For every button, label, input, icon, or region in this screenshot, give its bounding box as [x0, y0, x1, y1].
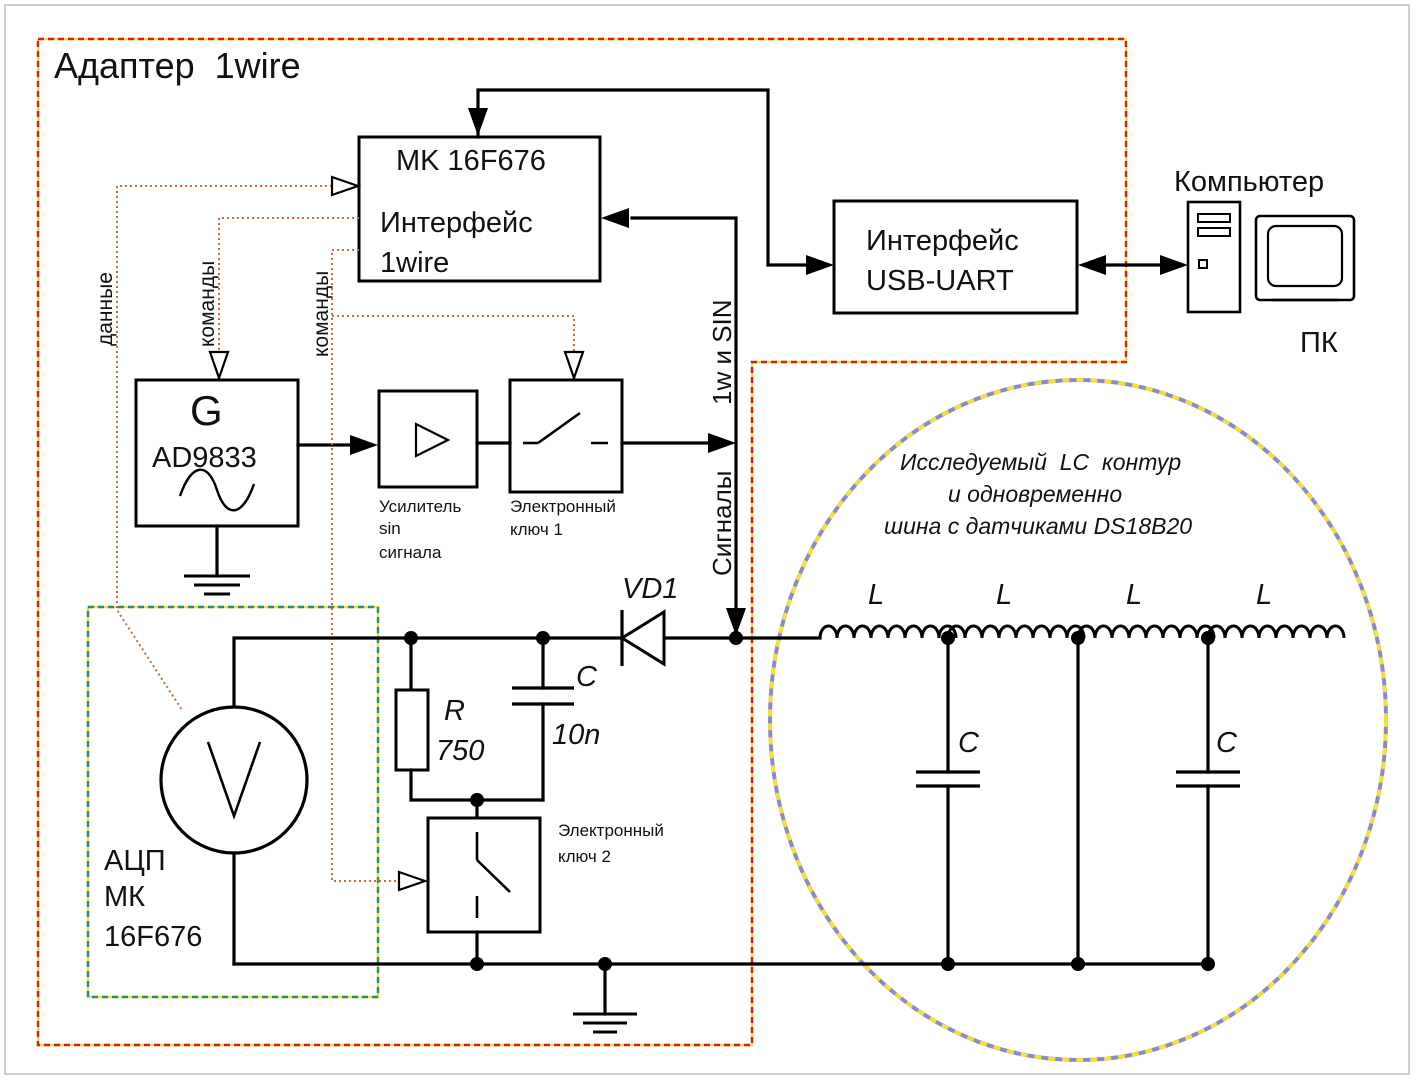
- mcu-usb-link: [476, 88, 807, 267]
- adc-boundary: [86, 605, 380, 999]
- inductor-label-4: L: [1256, 579, 1272, 611]
- resistor-name: R: [444, 695, 465, 727]
- data-arrow-into-mcu: [330, 175, 362, 197]
- lc-cap2-label: C: [1216, 727, 1238, 759]
- mcu-interface-label: Интерфейс: [380, 207, 533, 239]
- switch2-block: [426, 816, 542, 934]
- usb-uart-block: [832, 199, 1079, 315]
- adc-label-1: АЦП: [104, 845, 166, 877]
- inductor-label-3: L: [1126, 579, 1142, 611]
- pc-label: ПК: [1300, 327, 1338, 359]
- mcu-block: [357, 135, 602, 283]
- adc-label-3: 16F676: [104, 921, 202, 953]
- arrow-into-usb-uart: [806, 255, 834, 275]
- commands-arrow-into-switch2: [397, 870, 429, 892]
- adapter-title: Адаптер 1wire: [54, 45, 301, 86]
- arrow-into-mcu-side: [601, 208, 629, 228]
- diode-label: VD1: [622, 573, 678, 605]
- usb-uart-line1: Интерфейс: [866, 225, 1019, 257]
- computer-tower-icon: [1186, 200, 1242, 314]
- data-line-label: данные: [94, 272, 117, 346]
- resistor-bottom-wire: [409, 768, 545, 802]
- generator-letter: G: [190, 387, 223, 434]
- cap-value: 10n: [552, 719, 600, 751]
- generator-chip: AD9833: [152, 442, 257, 474]
- lc-description-2: и одновременно: [948, 481, 1122, 507]
- bus-1w-sin-label: 1w и SIN: [707, 299, 737, 405]
- sine-wave-icon: [178, 468, 256, 512]
- commands-arrow-into-switch1: [563, 350, 585, 382]
- commands-label-2: команды: [310, 271, 333, 357]
- switch2-label-1: Электронный: [558, 821, 664, 840]
- mcu-1wire-label: 1wire: [380, 247, 449, 279]
- inductor-label-1: L: [868, 579, 884, 611]
- amplifier-label-1: Усилитель: [379, 497, 461, 516]
- outer-frame: [4, 4, 1410, 1075]
- mcu-title: MK 16F676: [396, 145, 546, 177]
- bus-1w-sin-wire: [630, 216, 738, 612]
- generator-ground-icon: [184, 524, 250, 596]
- lc-description-1: Исследуемый LC контур: [900, 449, 1181, 475]
- commands-to-switch2-line: [331, 249, 399, 882]
- generator-block: [134, 378, 300, 528]
- usb-uart-line2: USB-UART: [866, 265, 1014, 297]
- switch1-label-1: Электронный: [510, 497, 616, 516]
- computer-label: Компьютер: [1174, 166, 1324, 198]
- arrow-into-bus: [708, 433, 736, 453]
- diode-vd1-icon: [619, 609, 666, 667]
- switch1-label-2: ключ 1: [510, 520, 563, 539]
- adapter-boundary: [36, 37, 1128, 1047]
- inductor-chain-icon: [818, 624, 1346, 639]
- junction-dots: [404, 631, 1215, 971]
- switch1-block: [508, 378, 624, 494]
- inductor-label-2: L: [996, 579, 1012, 611]
- monitor-icon: [1254, 214, 1356, 302]
- arrow-into-mcu-top: [468, 108, 488, 136]
- main-ground-icon: [573, 962, 637, 1034]
- arrow-into-usb-uart-right: [1078, 255, 1106, 275]
- arrow-into-node: [726, 608, 746, 636]
- resistor-r-icon: [394, 688, 430, 772]
- commands-to-generator-line: [218, 217, 359, 352]
- commands-arrow-into-generator: [208, 350, 230, 382]
- switch2-label-2: ключ 2: [558, 847, 611, 866]
- data-control-line: [116, 185, 332, 711]
- arrow-into-amplifier: [350, 435, 378, 455]
- switch2-symbol-icon: [475, 832, 511, 918]
- commands-to-switch1-line: [332, 315, 575, 352]
- resistor-value: 750: [436, 735, 484, 767]
- amplifier-label-2: sin: [379, 519, 401, 538]
- commands-label-1: команды: [196, 261, 219, 347]
- amplifier-triangle-icon: [414, 422, 451, 458]
- cap-name: C: [576, 661, 598, 693]
- adc-label-2: МК: [104, 881, 145, 913]
- switch1-symbol-icon: [523, 411, 608, 445]
- voltmeter-icon: [159, 705, 309, 855]
- top-measure-wire: [232, 636, 622, 710]
- lc-description-3: шина с датчиками DS18B20: [884, 513, 1192, 539]
- lc-cap1-label: C: [958, 727, 980, 759]
- arrow-into-computer: [1160, 255, 1188, 275]
- lc-circuit-boundary: [768, 378, 1388, 1062]
- amplifier-label-3: сигнала: [379, 543, 442, 562]
- signals-label: Сигналы: [707, 471, 737, 576]
